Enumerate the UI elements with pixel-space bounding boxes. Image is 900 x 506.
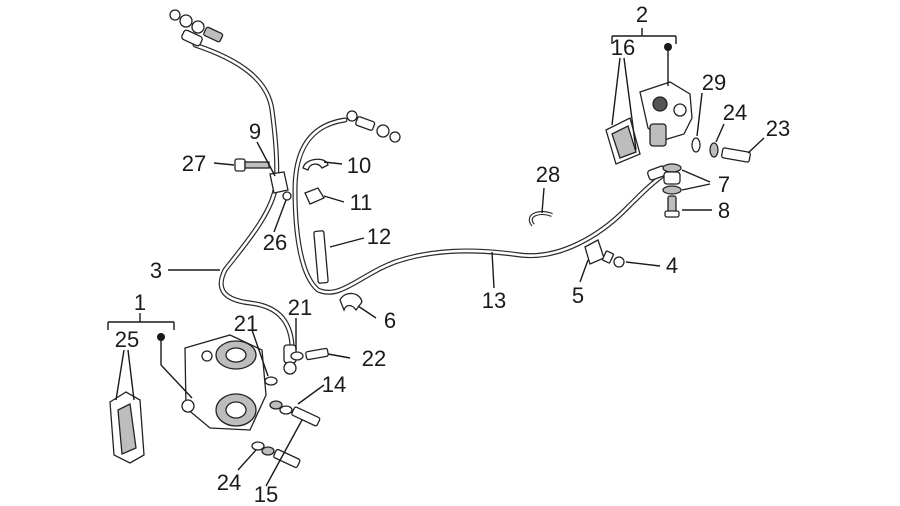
sleeve-12 (313, 230, 329, 284)
callout-7: 7 (718, 172, 730, 197)
bolt-15 (251, 441, 301, 469)
callout-15: 15 (254, 482, 278, 506)
assembly-marker-dot (157, 333, 165, 341)
brake-hose-3 (192, 42, 295, 363)
brake-pump-2 (605, 81, 693, 165)
bolt-23 (721, 147, 751, 163)
callout-23: 23 (766, 116, 790, 141)
ring-28 (528, 211, 553, 227)
callout-24-top: 24 (723, 100, 747, 125)
callout-22: 22 (362, 346, 386, 371)
callout-12: 12 (367, 224, 391, 249)
washers-7 (662, 163, 682, 195)
callout-21-left: 21 (234, 311, 258, 336)
bolt-27 (234, 158, 270, 172)
callout-21-right: 21 (288, 295, 312, 320)
callout-11: 11 (350, 190, 373, 215)
callout-2: 2 (636, 2, 648, 27)
callout-labels: 2 16 29 24 23 7 8 4 5 28 13 6 12 11 10 9… (115, 2, 790, 506)
bolt-8 (664, 195, 680, 218)
callout-6: 6 (384, 308, 396, 333)
washers-21 (264, 351, 304, 386)
callout-27: 27 (182, 151, 206, 176)
washer-24-top (709, 142, 719, 158)
callout-16: 16 (611, 35, 635, 60)
callout-25: 25 (115, 327, 139, 352)
callout-28: 28 (536, 162, 560, 187)
brake-pads-25 (109, 391, 145, 464)
clip-10 (302, 158, 329, 171)
callout-13: 13 (482, 288, 506, 313)
callout-3: 3 (150, 258, 162, 283)
callout-26: 26 (263, 230, 287, 255)
callout-5: 5 (572, 283, 584, 308)
callout-29: 29 (702, 70, 726, 95)
bracket-9 (269, 171, 292, 201)
callout-14: 14 (322, 372, 346, 397)
clip-11 (304, 187, 325, 205)
callout-8: 8 (718, 198, 730, 223)
callout-1: 1 (134, 290, 146, 315)
hose-fitting-top-left (169, 9, 224, 47)
callout-4: 4 (666, 253, 678, 278)
clamp-6 (339, 292, 363, 312)
leader-lines (107, 28, 765, 487)
screw-4 (601, 250, 625, 268)
bolt-22 (305, 347, 329, 361)
hose-fitting-top-middle (346, 110, 401, 143)
brake-caliper-1 (181, 334, 267, 431)
callout-9: 9 (249, 119, 261, 144)
bolt-14 (269, 400, 321, 427)
callout-24-bottom: 24 (217, 470, 241, 495)
washer-29 (691, 137, 701, 153)
assembly-marker-dot (664, 43, 672, 51)
callout-10: 10 (347, 153, 371, 178)
brake-hose-13 (292, 117, 665, 295)
